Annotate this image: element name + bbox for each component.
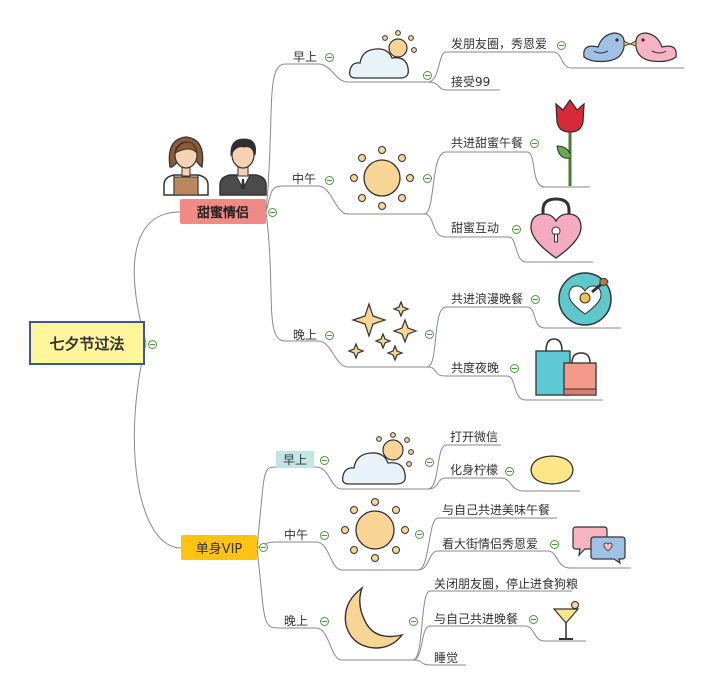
lovers-morning-item[interactable]: 发朋友圈，秀恩爱	[451, 37, 548, 51]
collapse-toggle-lovers[interactable]	[268, 208, 277, 217]
collapse-toggle-lovers-morning[interactable]	[325, 53, 334, 62]
lovers-noon-item[interactable]: 共进甜蜜午餐	[451, 136, 524, 150]
root-label: 七夕节过法	[49, 334, 125, 353]
shopping-bags-icon	[535, 338, 597, 396]
single-evening-item[interactable]: 与自己共进晚餐	[434, 612, 519, 626]
moon-icon	[344, 586, 404, 649]
collapse-toggle-item[interactable]	[531, 295, 540, 304]
collapse-toggle-item[interactable]	[557, 41, 566, 50]
collapse-toggle-lovers-noon-icon[interactable]	[423, 174, 432, 183]
collapse-toggle-lovers-morning-icon[interactable]	[423, 71, 432, 80]
topic-single[interactable]: 单身VIP	[181, 535, 257, 560]
cocktail-icon	[552, 601, 580, 640]
lovers-evening-item[interactable]: 共度夜晚	[451, 361, 500, 375]
single-morning-item[interactable]: 化身柠檬	[450, 463, 499, 477]
sun-icon	[341, 498, 409, 562]
single-noon-item[interactable]: 与自己共进美味午餐	[442, 503, 551, 517]
single-morning-text: 早上	[282, 453, 307, 467]
collapse-toggle-item[interactable]	[505, 467, 514, 476]
cloud-sun-icon	[341, 432, 414, 485]
topic-lovers[interactable]: 甜蜜情侣	[180, 199, 266, 224]
single-noon-item[interactable]: 看大街情侣秀恩爱	[442, 537, 539, 551]
single-noon-label[interactable]: 中午	[284, 528, 309, 542]
collapse-toggle-root[interactable]	[148, 340, 157, 349]
collapse-toggle-single-morning[interactable]	[320, 456, 329, 465]
collapse-toggle-single-morning-icon[interactable]	[425, 458, 434, 467]
collapse-toggle-item[interactable]	[550, 540, 559, 549]
rose-icon	[555, 98, 585, 186]
couple-icon	[163, 136, 267, 196]
collapse-toggle-single-evening-icon[interactable]	[409, 617, 418, 626]
lovers-evening-label[interactable]: 晚上	[293, 328, 318, 342]
collapse-toggle-item[interactable]	[529, 615, 538, 624]
birds-icon	[583, 32, 677, 63]
collapse-toggle-single-evening[interactable]	[320, 617, 329, 626]
lovers-noon-label[interactable]: 中午	[292, 172, 317, 186]
single-evening-item[interactable]: 睡觉	[434, 651, 459, 665]
collapse-toggle-item[interactable]	[530, 139, 539, 148]
collapse-toggle-item[interactable]	[510, 364, 519, 373]
collapse-toggle-lovers-noon[interactable]	[325, 176, 334, 185]
stars-icon	[347, 300, 418, 362]
collapse-toggle-single-noon[interactable]	[320, 531, 329, 540]
chat-bubbles-icon	[572, 526, 626, 564]
heart-lock-icon	[530, 197, 582, 259]
lovers-noon-item[interactable]: 甜蜜互动	[451, 221, 500, 235]
single-evening-item[interactable]: 关闭朋友圈，停止进食狗粮	[434, 577, 579, 591]
lovers-evening-item[interactable]: 共进浪漫晚餐	[451, 292, 524, 306]
lovers-morning-label[interactable]: 早上	[293, 50, 318, 64]
sun-icon	[350, 146, 414, 210]
topic-lovers-label: 甜蜜情侣	[196, 206, 249, 221]
single-morning-label[interactable]: 早上	[276, 451, 314, 468]
collapse-toggle-lovers-evening-icon[interactable]	[425, 330, 434, 339]
root-topic[interactable]: 七夕节过法	[29, 321, 145, 365]
lemon-icon	[530, 455, 574, 485]
cloud-sun-icon	[348, 30, 417, 79]
single-morning-item[interactable]: 打开微信	[450, 430, 499, 444]
fried-egg-icon	[558, 272, 612, 326]
topic-single-label: 单身VIP	[195, 542, 243, 557]
collapse-toggle-single-noon-icon[interactable]	[415, 530, 424, 539]
collapse-toggle-lovers-evening[interactable]	[325, 331, 334, 340]
lovers-morning-item[interactable]: 接受99	[451, 75, 491, 89]
collapse-toggle-item[interactable]	[512, 225, 521, 234]
single-evening-label[interactable]: 晚上	[284, 614, 309, 628]
collapse-toggle-single[interactable]	[259, 543, 268, 552]
